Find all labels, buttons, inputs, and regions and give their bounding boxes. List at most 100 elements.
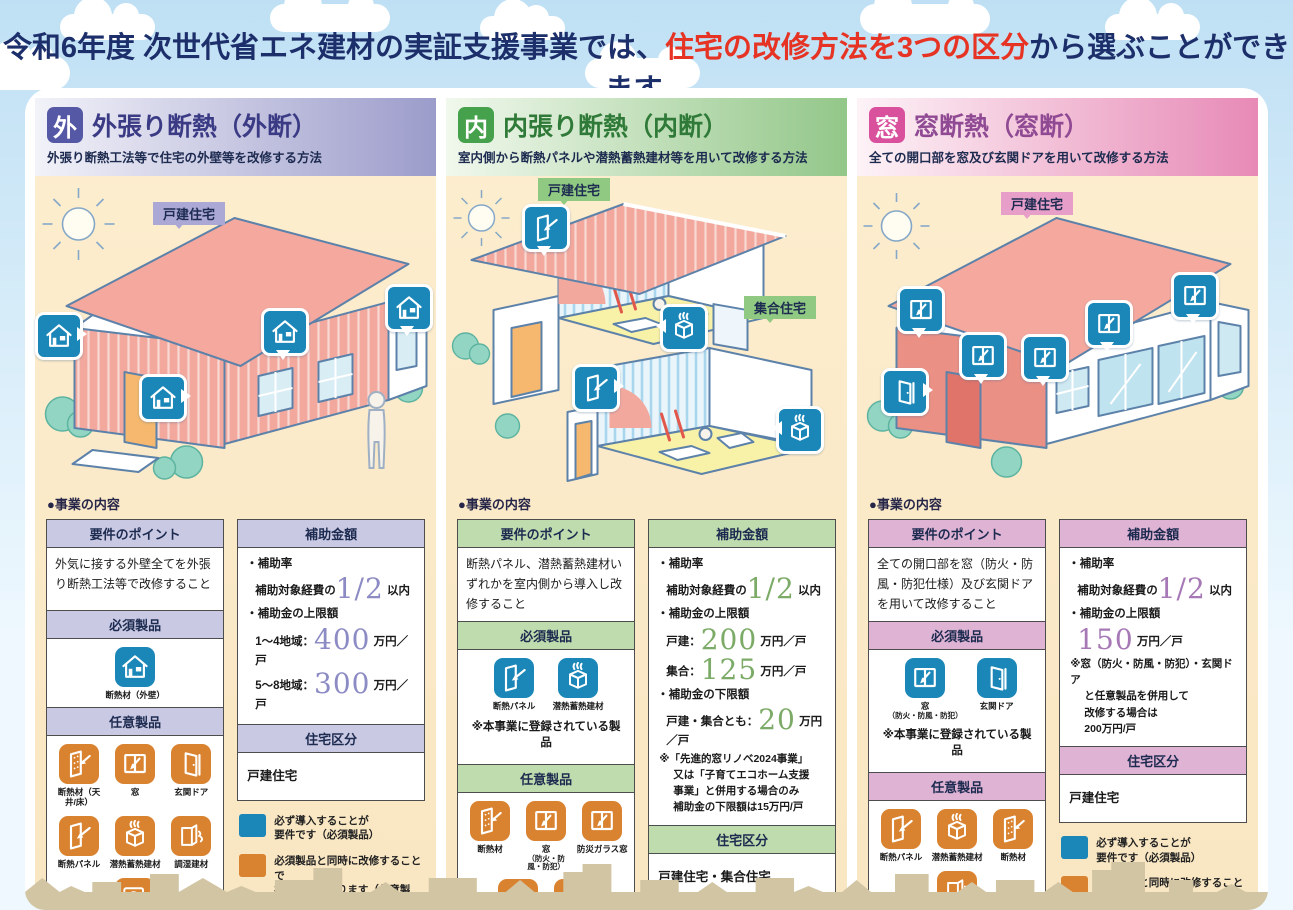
illustration-detached-house: 戸建住宅 [35,176,436,486]
product-item: 断熱材 [464,801,516,871]
optional-products-header: 任意製品 [458,764,635,794]
housing-type-value: 戸建住宅 [247,768,298,783]
callout-insulation-icon [139,374,191,422]
product-item: 調湿建材 [548,879,600,910]
legend-item: 必ず導入することが 要件です（必須製品） [1061,836,1245,865]
section-label: ●事業の内容 [869,497,942,512]
apartment-type-label: 集合住宅 [744,296,817,323]
legend-swatch [1061,876,1089,900]
product-label: 窓 [541,844,551,855]
humidity-icon [171,815,212,856]
amount-line: 補助金の下限額は15万円/戸 [673,801,804,814]
amount-line: ・補助率 [657,558,704,570]
house-type-label: 戸建住宅 [1001,192,1074,219]
panel-icon [880,809,921,850]
amount-value: 300 [314,667,371,701]
product-item: 断熱材 [987,809,1039,863]
sun-icon [863,193,930,259]
product-item: 窓（防火・防風・防犯） [888,658,963,720]
house-scene [42,188,428,480]
products-note: ※本事業に登録されている製品 [882,729,1032,758]
cloud [270,0,390,32]
product-item: 窓（防火・防風・防犯） [520,801,572,871]
legend: 必ず導入することが 要件です（必須製品）必須製品と同時に改修することで 補助対象… [237,813,425,910]
optional-products-header: 任意製品 [869,772,1046,802]
amount-value: 125 [700,652,758,686]
wall-icon [993,809,1034,850]
amount-line: 又は「子育てエコホーム支援 [673,768,810,781]
amount-line: ・補助率 [1068,558,1115,570]
amount-line: ・補助率 [246,558,293,570]
product-label: 断熱材（天井/床） [57,786,101,808]
category-title: 内張り断熱（内断） [503,113,729,141]
required-products-header: 必須製品 [47,610,224,639]
cloud [0,39,70,90]
legend-item: 必ず導入することが 要件です（必須製品） [239,813,423,843]
optional-products: 断熱パネル潜熱蓄熱建材断熱材調湿建材 [873,809,1041,910]
category-badge: 外 [47,107,83,143]
amount-line: 集合：125 万円／戸 [666,652,807,686]
legend-swatch [239,813,267,837]
cloud [60,0,155,40]
heatbox-icon [937,809,978,850]
product-item: 窓 [109,743,161,808]
amount-value: 1/2 [746,572,795,606]
housing-type-header: 住宅区分 [1060,746,1246,776]
amount-value: 1/2 [1157,572,1206,606]
cloud [860,0,990,34]
category-subtitle: 室内側から断熱パネルや潜熱蓄熱建材等を用いて改修する方法 [458,151,808,165]
product-sublabel: （防火・防風・防犯） [527,853,565,871]
panel-icon [494,658,535,699]
product-item: 断熱材（外壁） [105,647,165,701]
amount-value: 400 [314,622,371,656]
amount-line: ※「先進的窓リノベ2024事業」 [659,752,809,765]
heatbox-icon [115,815,156,856]
amount-line: と任意製品を併用して [1084,690,1189,703]
category-badge: 窓 [869,107,905,143]
panel-icon [58,815,99,856]
column-outer-insulation: 外 外張り断熱（外断） 外張り断熱工法等で住宅の外壁等を改修する方法 [35,98,436,910]
section-label: ●事業の内容 [47,497,120,512]
humidity-icon [554,879,595,910]
window-icon [905,658,946,699]
callout-panel-icon [522,204,570,256]
required-products-header: 必須製品 [458,621,635,651]
banner-highlight: 住宅の改修方法を3つの区分 [665,32,1030,64]
cloud [1105,0,1200,40]
subsidy-header: 補助金額 [238,520,424,548]
callout-window-icon [897,286,945,338]
optional-products-header: 任意製品 [47,706,224,736]
callout-door-icon [881,368,933,416]
amount-line: ・補助金の上限額 [1068,608,1161,621]
amount-value: 1/2 [335,572,384,606]
subsidy-box: 補助金額 ・補助率補助対象経費の1/2 以内・補助金の上限額戸建：200 万円／… [648,519,836,902]
cutaway-house [470,202,787,405]
vent-icon [115,877,156,910]
legend-swatch [239,853,267,877]
category-badge: 内 [458,107,494,143]
bush [451,332,521,439]
callout-window-icon [959,332,1007,384]
required-products: 断熱材（外壁） [51,647,219,701]
callout-insulation-icon [261,308,309,360]
requirements-text: 全ての開口部を窓（防火・防風・防犯仕様）及び玄関ドアを用いて改修すること [877,557,1034,611]
sun-icon [453,190,510,246]
requirements-box: 要件のポイント 断熱パネル、潜熱蓄熱建材いずれかを室内側から導入し改修すること … [457,519,636,910]
window-icon [115,743,156,784]
required-products-header: 必須製品 [869,621,1046,651]
product-item: 断熱パネル [484,658,544,712]
amount-line: 改修する場合は [1084,706,1158,719]
legend-text: 必ず導入することが 要件です（必須製品） [274,814,380,842]
subsidy-header: 補助金額 [1060,520,1246,548]
products-note: ※本事業に登録されている製品 [471,721,621,750]
housing-type-header: 住宅区分 [238,723,424,753]
column-header: 内 内張り断熱（内断） 室内側から断熱パネルや潜熱蓄熱建材等を用いて改修する方法 [446,98,847,176]
product-label: 潜熱蓄熱建材 [931,852,983,863]
legend-swatch [1061,836,1089,860]
amount-line: 200万円/戸 [1084,722,1137,735]
product-label: 断熱材 [1000,852,1027,863]
product-item: 調湿建材 [931,870,983,910]
subsidy-lines: ・補助率補助対象経費の1/2 以内・補助金の上限額戸建：200 万円／戸集合：1… [649,548,835,825]
